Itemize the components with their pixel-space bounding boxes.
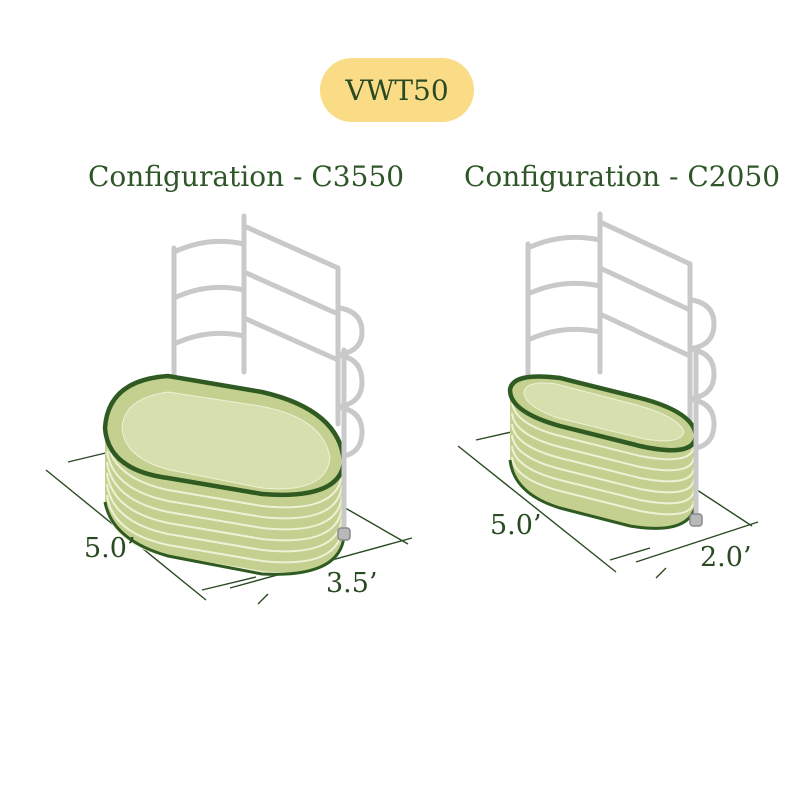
trellis-front-c3550 bbox=[337, 305, 365, 541]
raised-bed-c2050 bbox=[507, 374, 699, 530]
config-c3550-illustration: 5.0’ 3.5’ bbox=[45, 213, 413, 605]
bed-corrugation-line bbox=[106, 439, 343, 509]
bed-corrugation-line bbox=[106, 472, 343, 542]
model-badge: VWT50 bbox=[320, 58, 474, 122]
length-label-c3550: 5.0’ bbox=[84, 533, 136, 564]
bed-corrugation-line bbox=[511, 445, 695, 505]
bed-corrugation-line bbox=[106, 450, 343, 520]
bed-corrugation-line bbox=[511, 423, 695, 483]
bed-corrugation-line bbox=[511, 434, 695, 494]
bed-corrugation-line bbox=[106, 483, 343, 553]
config-c2050-illustration: 5.0’ 2.0’ bbox=[457, 211, 759, 579]
bed-corrugation-line bbox=[511, 456, 695, 516]
bed-corrugation-line bbox=[106, 494, 343, 564]
config-title-c2050: Configuration - C2050 bbox=[464, 160, 781, 193]
bed-corrugation-line bbox=[511, 412, 695, 472]
width-label-c2050: 2.0’ bbox=[700, 542, 752, 573]
bed-corrugation-line bbox=[511, 401, 695, 461]
width-label-c3550: 3.5’ bbox=[326, 568, 378, 599]
length-label-c2050: 5.0’ bbox=[490, 510, 542, 541]
config-title-c3550: Configuration - C3550 bbox=[88, 160, 405, 193]
dimension-lines-c2050 bbox=[457, 429, 759, 579]
trellis-back-c3550 bbox=[171, 238, 247, 403]
trellis-main-c3550 bbox=[241, 213, 341, 427]
trellis-front-c2050 bbox=[689, 297, 717, 527]
trellis-main-c2050 bbox=[597, 211, 693, 423]
raised-bed-c3550 bbox=[102, 373, 347, 576]
trellis-back-c2050 bbox=[525, 234, 603, 383]
bed-corrugation-line bbox=[106, 461, 343, 531]
